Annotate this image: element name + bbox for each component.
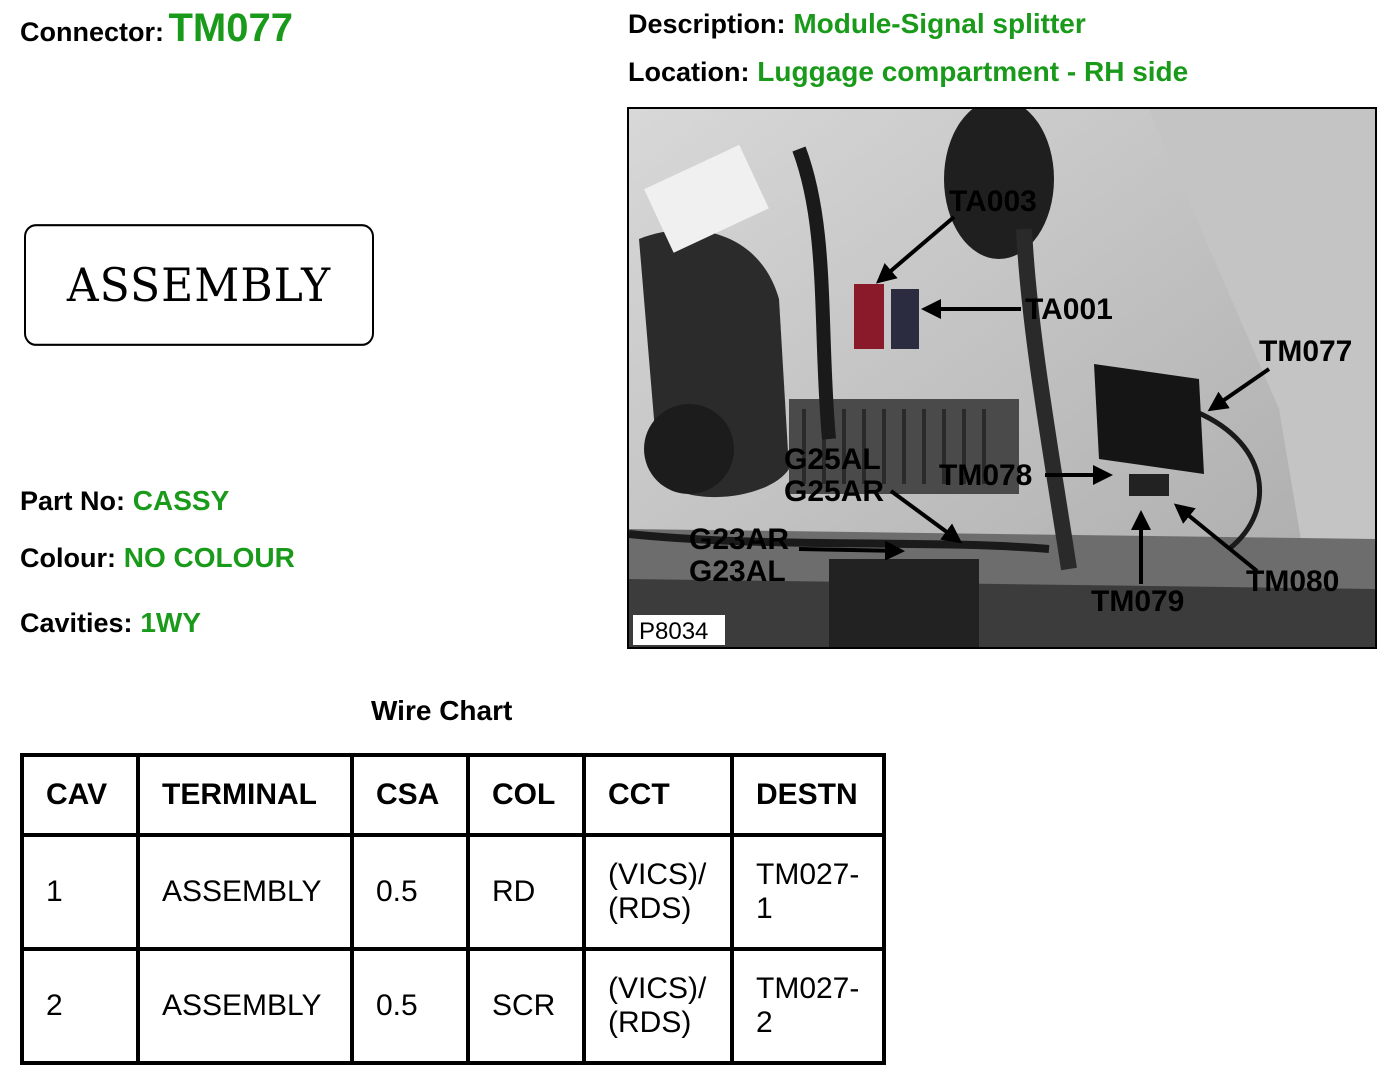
cell-destn-line1: TM027- (756, 972, 860, 1005)
callout-g25ar: G25AR (784, 475, 884, 508)
colour-label: Colour: (20, 543, 116, 573)
wire-chart-title: Wire Chart (371, 695, 513, 726)
callout-tm079: TM079 (1091, 585, 1184, 618)
header-cct: CCT (582, 753, 734, 837)
callout-tm080: TM080 (1246, 565, 1339, 598)
callout-ta003: TA003 (949, 185, 1037, 218)
part-no-label: Part No: (20, 486, 126, 516)
table-header-row: CAV TERMINAL CSA COL CCT DESTN (20, 753, 886, 837)
cell-cct-line1: (VICS)/ (608, 858, 707, 891)
cell-destn-line1: TM027- (756, 858, 860, 891)
cell-cct: (VICS)/ (RDS) (582, 947, 734, 1065)
connector-heading: Connector: TM077 (20, 6, 293, 51)
cell-cav: 1 (20, 833, 140, 951)
cell-col: SCR (466, 947, 586, 1065)
callout-g23ar: G23AR (689, 523, 789, 556)
cell-csa: 0.5 (350, 833, 470, 951)
location-line: Location: Luggage compartment - RH side (628, 56, 1188, 88)
header-csa: CSA (350, 753, 470, 837)
cell-csa: 0.5 (350, 947, 470, 1065)
cell-cct-line2: (RDS) (608, 892, 692, 925)
connector-value: TM077 (168, 6, 293, 50)
cell-cav: 2 (20, 947, 140, 1065)
part-no-line: Part No: CASSY (20, 485, 229, 517)
cavities-line: Cavities: 1WY (20, 607, 201, 639)
cavities-label: Cavities: (20, 608, 133, 638)
wire-chart-table: CAV TERMINAL CSA COL CCT DESTN 1 ASSEMBL… (20, 753, 886, 1065)
cell-terminal: ASSEMBLY (136, 833, 354, 951)
photo-ref-label: P8034 (639, 618, 708, 645)
location-label: Location: (628, 57, 750, 87)
part-no-value: CASSY (132, 485, 230, 516)
connector-label: Connector: (20, 17, 164, 47)
callout-ta001: TA001 (1025, 293, 1113, 326)
colour-line: Colour: NO COLOUR (20, 542, 295, 574)
header-col: COL (466, 753, 586, 837)
cell-terminal: ASSEMBLY (136, 947, 354, 1065)
header-terminal: TERMINAL (136, 753, 354, 837)
location-photo: TA003 TA001 TM077 G25AL G25AR TM078 G23A… (627, 107, 1377, 649)
colour-value: NO COLOUR (123, 542, 295, 573)
callout-g23al: G23AL (689, 555, 786, 588)
cavities-value: 1WY (140, 607, 202, 638)
callout-tm078: TM078 (939, 459, 1032, 492)
header-destn: DESTN (730, 753, 886, 837)
callout-tm077: TM077 (1259, 335, 1352, 368)
description-value: Module-Signal splitter (793, 8, 1086, 39)
description-line: Description: Module-Signal splitter (628, 8, 1086, 40)
cell-destn-line2: 1 (756, 892, 773, 925)
table-row: 2 ASSEMBLY 0.5 SCR (VICS)/ (RDS) TM027- … (20, 947, 886, 1065)
cell-destn: TM027- 2 (730, 947, 886, 1065)
cell-destn-line2: 2 (756, 1006, 773, 1039)
table-row: 1 ASSEMBLY 0.5 RD (VICS)/ (RDS) TM027- 1 (20, 833, 886, 951)
cell-cct-line1: (VICS)/ (608, 972, 707, 1005)
location-value: Luggage compartment - RH side (757, 56, 1189, 87)
header-cav: CAV (20, 753, 140, 837)
description-label: Description: (628, 9, 786, 39)
cell-destn: TM027- 1 (730, 833, 886, 951)
cell-cct: (VICS)/ (RDS) (582, 833, 734, 951)
cell-cct-line2: (RDS) (608, 1006, 692, 1039)
cell-col: RD (466, 833, 586, 951)
connector-face-box: ASSEMBLY (24, 224, 374, 346)
callout-g25al: G25AL (784, 443, 881, 476)
